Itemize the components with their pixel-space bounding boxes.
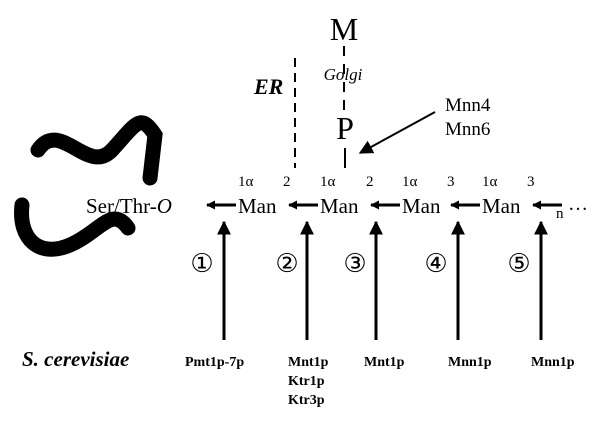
step-number-5: ⑤ (507, 248, 530, 278)
mannose-unit-2: 1α Man 2 (288, 174, 374, 218)
enzyme-step-2-line-2: Ktr1p (288, 374, 325, 389)
enzyme-step-2-line-1: Mnt1p (288, 355, 329, 370)
protein-backbone-upper (30, 115, 163, 186)
enzyme-mnn4: Mnn4 (445, 95, 491, 116)
repeat-ellipsis: … (568, 193, 588, 215)
mannose-3: Man (402, 194, 441, 218)
mannose-unit-4: 1α Man 3 (450, 174, 535, 218)
anomer-4: 1α (482, 174, 498, 190)
step-number-4: ④ (424, 248, 447, 278)
organism-label: S. cerevisiae (22, 347, 129, 371)
step-number-2: ② (275, 248, 298, 278)
anomer-1: 1α (238, 174, 254, 190)
enzyme-step-3-line-1: Mnt1p (364, 355, 405, 370)
mnn-arrow (358, 111, 436, 154)
mannose-unit-1: 1α Man 2 (206, 174, 291, 218)
anomer-2: 1α (320, 174, 336, 190)
phosphate-label: P (336, 110, 354, 146)
step-number-1: ① (190, 248, 213, 278)
enzyme-step-2-line-3: Ktr3p (288, 393, 325, 408)
mannose-1: Man (238, 194, 277, 218)
acceptor-label: Ser/Thr-O (86, 194, 172, 218)
golgi-label: Golgi (324, 65, 363, 84)
enzyme-mnn6: Mnn6 (445, 119, 490, 140)
mannose-label: M (330, 11, 358, 47)
linkage-2: 2 (366, 174, 374, 190)
mannose-4: Man (482, 194, 521, 218)
enzyme-step-1-line-1: Pmt1p-7p (185, 355, 244, 370)
step-number-3: ③ (343, 248, 366, 278)
mannose-2: Man (320, 194, 359, 218)
linkage-4: 3 (527, 174, 535, 190)
er-label: ER (253, 74, 283, 99)
protein-backbone-lower (14, 197, 136, 257)
repeat-subscript: n (556, 206, 564, 222)
anomer-3: 1α (402, 174, 418, 190)
linkage-3: 3 (447, 174, 455, 190)
linkage-1: 2 (283, 174, 291, 190)
acceptor-o: O (157, 194, 172, 218)
enzyme-step-5-line-1: Mnn1p (531, 355, 575, 370)
mannose-unit-3: 1α Man 3 (370, 174, 455, 218)
enzyme-step-4-line-1: Mnn1p (448, 355, 492, 370)
